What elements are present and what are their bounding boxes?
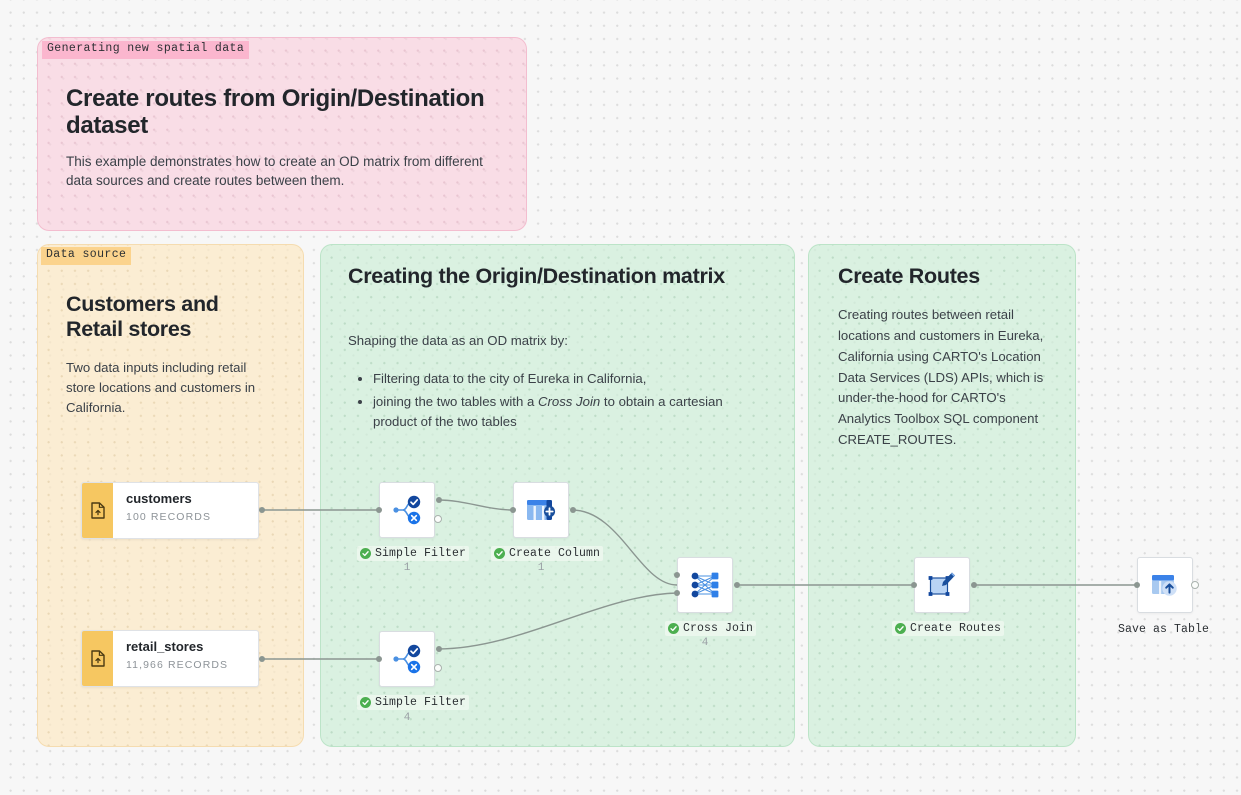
od-matrix-intro: Shaping the data as an OD matrix by: <box>348 333 568 348</box>
port-in-simple-filter-2[interactable] <box>376 656 382 662</box>
port-out-save-as-table[interactable] <box>1191 581 1199 589</box>
port-out-simple-filter-2-nomatch[interactable] <box>434 664 442 672</box>
port-in-simple-filter-1[interactable] <box>376 507 382 513</box>
od-matrix-bullet-list: Filtering data to the city of Eureka in … <box>352 369 752 435</box>
status-success-icon <box>494 548 505 559</box>
port-in-save-as-table[interactable] <box>1134 582 1140 588</box>
create-routes-panel <box>808 244 1076 747</box>
workflow-label-cross-join: Cross Join <box>665 621 757 636</box>
status-success-icon <box>668 623 679 634</box>
port-out-simple-filter-1-nomatch[interactable] <box>434 515 442 523</box>
workflow-label-text: Create Routes <box>910 622 1002 635</box>
file-upload-icon <box>82 483 113 538</box>
header-card-tag: Generating new spatial data <box>42 41 250 59</box>
source-node-retail-stores[interactable]: retail_stores 11,966 RECORDS <box>81 630 259 687</box>
workflow-label-text: Simple Filter <box>375 547 467 560</box>
create-routes-title: Create Routes <box>838 264 980 288</box>
page-title: Create routes from Origin/Destination da… <box>66 85 485 139</box>
workflow-node-simple-filter-1[interactable] <box>379 482 435 538</box>
status-success-icon <box>360 548 371 559</box>
workflow-label-simple-filter-1: Simple Filter <box>357 546 470 561</box>
bullet-text: joining the two tables with a <box>373 394 538 410</box>
cross-join-icon <box>691 572 719 598</box>
workflow-label-text: Simple Filter <box>375 696 467 709</box>
workflow-label-text: Create Column <box>509 547 601 560</box>
create-routes-icon <box>928 572 955 596</box>
file-upload-icon <box>82 631 113 686</box>
list-item: Filtering data to the city of Eureka in … <box>373 369 752 388</box>
port-out-simple-filter-1-match[interactable] <box>436 497 442 503</box>
workflow-node-simple-filter-2[interactable] <box>379 631 435 687</box>
port-out-retail-stores[interactable] <box>259 656 265 662</box>
data-source-title: Customers and Retail stores <box>66 292 219 341</box>
port-out-create-column[interactable] <box>570 507 576 513</box>
port-in-create-column[interactable] <box>510 507 516 513</box>
source-node-records: 11,966 RECORDS <box>126 658 229 671</box>
workflow-label-text: Cross Join <box>683 622 754 635</box>
create-routes-description: Creating routes between retail locations… <box>838 307 1044 448</box>
data-source-tag: Data source <box>41 247 132 265</box>
bullet-emphasis: Cross Join <box>537 394 601 410</box>
port-out-simple-filter-2-match[interactable] <box>436 646 442 652</box>
workflow-count-cross-join: 4 <box>701 637 709 649</box>
od-matrix-title: Creating the Origin/Destination matrix <box>348 264 725 288</box>
list-item: joining the two tables with a Cross Join… <box>373 392 752 431</box>
status-success-icon <box>360 697 371 708</box>
port-out-cross-join[interactable] <box>734 582 740 588</box>
bullet-text: Filtering data to the city of Eureka in … <box>373 371 647 386</box>
workflow-node-create-column[interactable] <box>513 482 569 538</box>
port-out-create-routes[interactable] <box>971 582 977 588</box>
source-node-records: 100 RECORDS <box>126 510 212 523</box>
workflow-label-text: Save as Table <box>1118 623 1210 636</box>
workflow-node-save-as-table[interactable] <box>1137 557 1193 613</box>
create-column-icon <box>527 500 556 520</box>
workflow-label-create-column: Create Column <box>491 546 604 561</box>
header-card-panel <box>37 37 527 231</box>
port-out-customers[interactable] <box>259 507 265 513</box>
save-as-table-icon <box>1152 575 1177 596</box>
port-in-create-routes[interactable] <box>911 582 917 588</box>
workflow-count-create-column: 1 <box>537 562 545 574</box>
workflow-node-cross-join[interactable] <box>677 557 733 613</box>
bullet-text-tail: to obtain a cartesian product of the two… <box>373 394 723 429</box>
simple-filter-icon <box>393 644 421 674</box>
workflow-label-create-routes: Create Routes <box>892 621 1005 636</box>
simple-filter-icon <box>393 495 421 525</box>
workflow-node-create-routes[interactable] <box>914 557 970 613</box>
workflow-label-save-as-table: Save as Table <box>1118 623 1209 636</box>
source-node-customers[interactable]: customers 100 RECORDS <box>81 482 259 539</box>
workflow-count-simple-filter-2: 4 <box>403 712 411 724</box>
source-node-name: retail_stores <box>126 639 204 654</box>
port-in-cross-join-right[interactable] <box>674 590 680 596</box>
workflow-count-simple-filter-1: 1 <box>403 562 411 574</box>
data-source-description: Two data inputs including retail store l… <box>66 360 256 416</box>
source-node-name: customers <box>126 491 192 506</box>
status-success-icon <box>895 623 906 634</box>
port-in-cross-join-left[interactable] <box>674 572 680 578</box>
page-description: This example demonstrates how to create … <box>66 154 483 189</box>
workflow-label-simple-filter-2: Simple Filter <box>357 695 470 710</box>
